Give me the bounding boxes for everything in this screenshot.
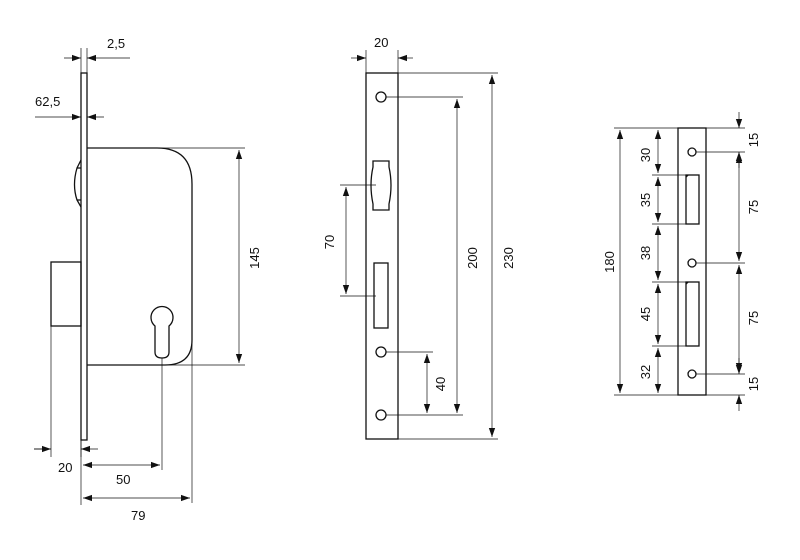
strike-hole-bottom <box>687 369 697 379</box>
spring-latch <box>73 159 82 208</box>
dim-plate-width: 20 <box>374 35 388 50</box>
dim-bottom-offset: 40 <box>433 377 448 391</box>
dim-strike-right-bottom: 15 <box>746 377 761 391</box>
strike-plate-dimensions: 180 30 35 38 45 32 15 75 75 15 <box>602 112 761 411</box>
strike-plate <box>677 127 707 396</box>
latch-bolt <box>50 261 82 327</box>
dim-strike-total: 180 <box>602 251 617 273</box>
dim-cylinder-offset: 50 <box>116 472 130 487</box>
side-view-dimensions: 2,5 62,5 145 20 50 79 <box>34 36 262 523</box>
lock-case-body <box>87 147 193 366</box>
forend-plate <box>80 72 88 441</box>
strike-hole-middle <box>687 258 697 268</box>
dim-strike-slot2: 45 <box>638 307 653 321</box>
strike-plate-outline <box>677 127 707 396</box>
front-plate-dimensions: 20 70 200 230 40 <box>322 35 516 440</box>
screw-hole-top <box>375 91 387 103</box>
strike-hole-top <box>687 147 697 157</box>
dim-strike-gap: 38 <box>638 246 653 260</box>
dim-body-depth: 79 <box>131 508 145 523</box>
front-plate-outline <box>365 72 399 440</box>
dim-plate-length: 230 <box>501 247 516 269</box>
dim-screw-distance: 200 <box>465 247 480 269</box>
dim-plate-thickness: 2,5 <box>107 36 125 51</box>
latch-opening <box>370 160 392 211</box>
dim-backset: 62,5 <box>35 94 60 109</box>
screw-hole-bottom <box>375 409 387 421</box>
dim-strike-right-top: 15 <box>746 133 761 147</box>
dim-body-height: 145 <box>247 247 262 269</box>
dim-strike-right-upper: 75 <box>746 200 761 214</box>
dim-strike-slot1: 35 <box>638 193 653 207</box>
lock-front-plate <box>365 72 399 440</box>
bolt-slot <box>373 262 389 329</box>
strike-slot-lower <box>685 281 700 347</box>
dim-bolt-offset: 20 <box>58 460 72 475</box>
lock-side-view <box>50 72 193 441</box>
dim-strike-bottom: 32 <box>638 365 653 379</box>
cylinder-hole <box>150 305 174 359</box>
dim-strike-top: 30 <box>638 148 653 162</box>
dim-latch-span: 70 <box>322 235 337 249</box>
dim-strike-right-lower: 75 <box>746 311 761 325</box>
strike-slot-upper <box>685 174 700 225</box>
screw-hole-middle <box>375 346 387 358</box>
